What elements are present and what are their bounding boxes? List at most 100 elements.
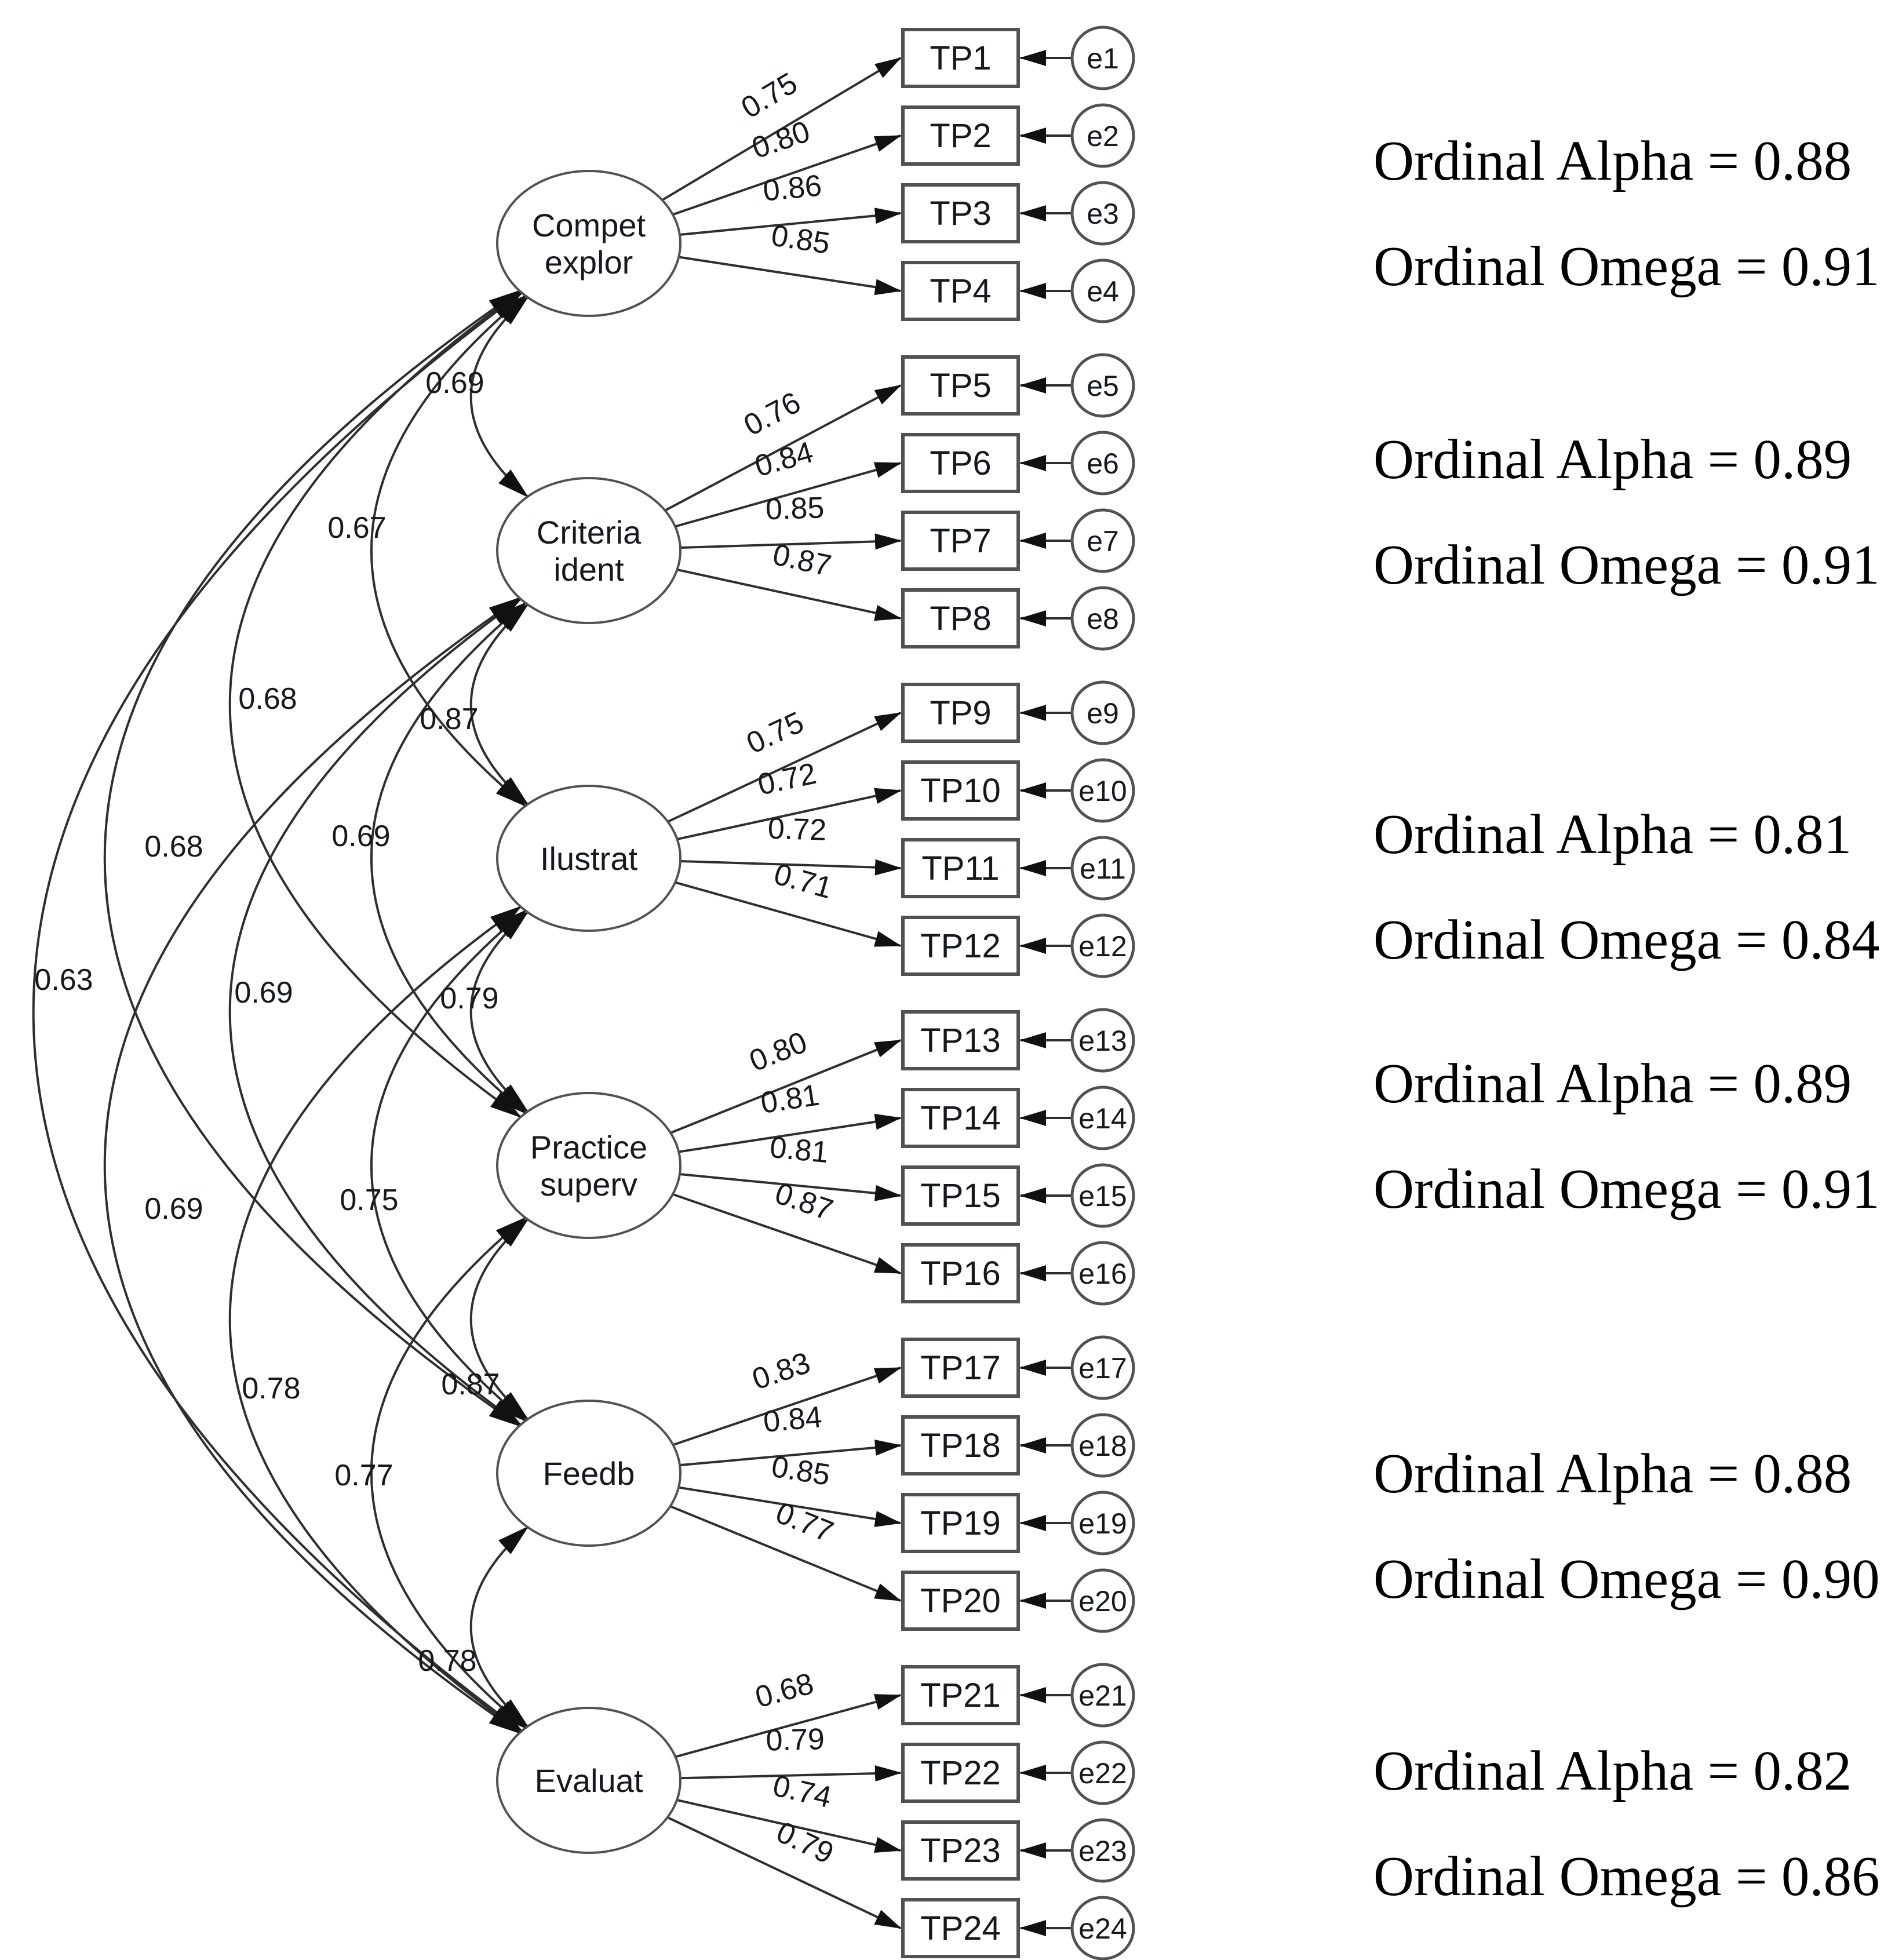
loading-label: 0.84 bbox=[762, 1400, 823, 1439]
indicator-label: TP20 bbox=[920, 1582, 1001, 1620]
loading-arrow bbox=[675, 881, 902, 947]
factor-label: explor bbox=[545, 244, 633, 280]
loading-arrow bbox=[678, 1486, 902, 1527]
error-circle bbox=[1070, 1241, 1135, 1306]
error-label: e10 bbox=[1078, 775, 1127, 807]
factor-label: Compet bbox=[532, 207, 646, 243]
indicator-label: TP8 bbox=[930, 600, 991, 637]
loading-arrow bbox=[676, 1798, 902, 1853]
loading-arrow bbox=[680, 533, 902, 550]
loading-label: 0.75 bbox=[742, 705, 809, 760]
correlation-arc bbox=[103, 290, 521, 1427]
indicator-label: TP6 bbox=[930, 445, 991, 482]
loading-arrow bbox=[666, 1816, 902, 1929]
loading-arrow bbox=[678, 1113, 902, 1153]
indicator-label: TP18 bbox=[920, 1427, 1001, 1464]
correlation-arc bbox=[228, 290, 522, 1119]
error-label: e23 bbox=[1078, 1835, 1127, 1867]
indicator-box bbox=[901, 1743, 1020, 1803]
indicator-box bbox=[901, 105, 1020, 166]
error-circle bbox=[1070, 836, 1135, 901]
correlation-arc bbox=[228, 905, 522, 1733]
error-circle bbox=[1070, 913, 1135, 978]
loading-label: 0.87 bbox=[771, 1176, 837, 1227]
indicator-box bbox=[901, 1165, 1020, 1226]
error-label: e22 bbox=[1078, 1757, 1127, 1790]
correlation-arc bbox=[370, 909, 527, 1422]
loading-arrow bbox=[672, 134, 902, 216]
correlation-label: 0.63 bbox=[34, 963, 93, 997]
indicator-box bbox=[901, 1571, 1020, 1631]
error-label: e2 bbox=[1087, 120, 1119, 152]
correlation-label: 0.87 bbox=[441, 1368, 500, 1401]
error-label: e5 bbox=[1087, 370, 1119, 402]
loading-label: 0.84 bbox=[751, 435, 817, 483]
loading-label: 0.79 bbox=[771, 1815, 839, 1871]
error-label: e8 bbox=[1087, 603, 1119, 635]
error-label: e1 bbox=[1087, 42, 1119, 75]
error-circle bbox=[1070, 1335, 1135, 1400]
indicator-box bbox=[901, 760, 1020, 821]
ordinal-omega-text: Ordinal Omega = 0.86 bbox=[1373, 1845, 1880, 1907]
error-label: e7 bbox=[1087, 525, 1119, 558]
loading-label: 0.71 bbox=[770, 857, 836, 905]
loading-label: 0.75 bbox=[735, 66, 803, 125]
correlation-label: 0.75 bbox=[340, 1183, 398, 1217]
correlation-label: 0.68 bbox=[238, 682, 297, 716]
indicator-box bbox=[901, 28, 1020, 88]
correlation-label: 0.69 bbox=[234, 976, 293, 1010]
factor-label: superv bbox=[540, 1166, 637, 1203]
indicator-box bbox=[901, 1338, 1020, 1398]
indicator-label: TP17 bbox=[920, 1349, 1001, 1387]
ordinal-omega-text: Ordinal Omega = 0.84 bbox=[1373, 909, 1880, 971]
indicator-box bbox=[901, 1665, 1020, 1725]
indicator-label: TP5 bbox=[930, 367, 991, 405]
factor-label: Ilustrat bbox=[540, 840, 637, 877]
correlation-label: 0.69 bbox=[144, 1192, 203, 1226]
error-label: e6 bbox=[1087, 447, 1119, 480]
loading-arrow bbox=[669, 1505, 902, 1602]
error-label: e9 bbox=[1087, 697, 1119, 730]
correlation-arc bbox=[370, 294, 527, 807]
indicator-label: TP24 bbox=[920, 1910, 1001, 1947]
ordinal-omega-text: Ordinal Omega = 0.90 bbox=[1373, 1548, 1880, 1610]
ordinal-omega-text: Ordinal Omega = 0.91 bbox=[1373, 235, 1880, 297]
correlation-arc bbox=[370, 1216, 527, 1729]
correlation-label: 0.69 bbox=[425, 366, 484, 400]
correlation-arc bbox=[469, 1526, 529, 1728]
error-circle bbox=[1070, 258, 1135, 323]
error-circle bbox=[1070, 680, 1135, 745]
factor-label: Feedb bbox=[543, 1455, 635, 1492]
factor-ellipse bbox=[496, 170, 682, 317]
correlation-label: 0.79 bbox=[440, 982, 498, 1015]
indicator-box bbox=[901, 1088, 1020, 1148]
loading-arrow bbox=[675, 462, 902, 528]
indicator-box bbox=[901, 1820, 1020, 1881]
error-label: e14 bbox=[1078, 1102, 1127, 1135]
error-circle bbox=[1070, 1163, 1135, 1228]
loading-label: 0.83 bbox=[748, 1346, 814, 1396]
factor-ellipse bbox=[496, 785, 682, 932]
factor-label: Criteria bbox=[537, 514, 642, 551]
ordinal-alpha-text: Ordinal Alpha = 0.81 bbox=[1373, 803, 1852, 865]
indicator-box bbox=[901, 588, 1020, 649]
indicator-box bbox=[901, 838, 1020, 898]
error-label: e3 bbox=[1087, 198, 1119, 230]
correlation-arc bbox=[32, 292, 523, 1732]
loading-label: 0.80 bbox=[745, 1025, 811, 1078]
indicator-box bbox=[901, 183, 1020, 243]
error-circle bbox=[1070, 1818, 1135, 1883]
indicator-label: TP7 bbox=[930, 522, 991, 560]
correlation-label: 0.78 bbox=[418, 1644, 476, 1678]
loading-arrow bbox=[679, 1173, 902, 1201]
error-circle bbox=[1070, 508, 1135, 573]
factor-label: ident bbox=[553, 551, 624, 588]
loading-arrow bbox=[675, 1694, 902, 1758]
ordinal-alpha-text: Ordinal Alpha = 0.88 bbox=[1373, 1442, 1852, 1504]
error-circle bbox=[1070, 25, 1135, 90]
correlation-label: 0.67 bbox=[327, 511, 386, 545]
correlation-label: 0.87 bbox=[420, 702, 478, 736]
loading-arrow bbox=[667, 712, 902, 823]
indicator-box bbox=[901, 511, 1020, 571]
